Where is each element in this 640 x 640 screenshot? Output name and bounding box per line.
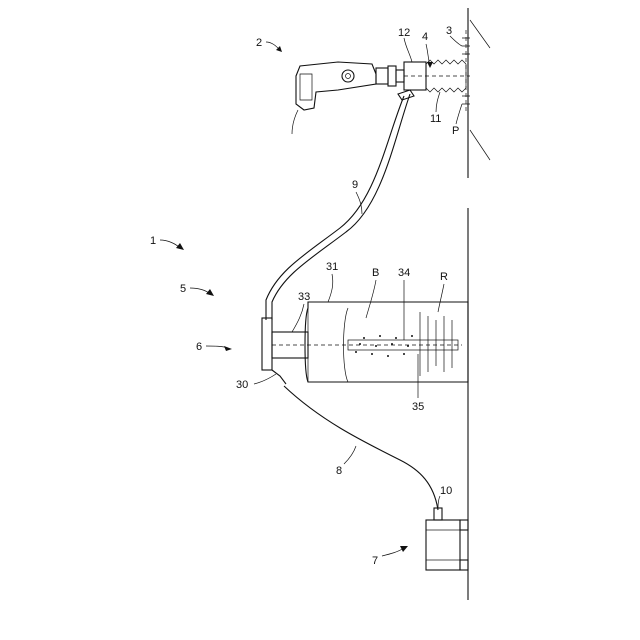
label-4: 4 [422,31,428,43]
hose-9 [266,96,404,320]
label-8: 8 [336,465,342,477]
label-7: 7 [372,555,378,567]
drill-cord [292,110,298,134]
label-10: 10 [440,485,452,497]
drill-pivot [342,70,354,82]
label-12: 12 [398,27,410,39]
label-B: B [372,267,379,279]
vacuum-pump-7 [426,508,468,570]
label-30: 30 [236,379,248,391]
label-35: 35 [412,401,424,413]
pump-body [426,520,460,570]
label-5: 5 [180,283,186,295]
drill-2 [292,30,470,134]
outlet-30 [272,370,286,384]
pump-foot [460,520,468,530]
drill-chuck-nose [396,70,404,82]
reference-labels: 2 12 4 3 11 P 9 1 5 6 31 33 B 34 R [150,25,462,567]
label-3: 3 [446,25,452,37]
label-R: R [440,271,448,283]
label-2: 2 [256,37,262,49]
label-6: 6 [196,341,202,353]
label-P: P [452,125,459,137]
ground-hatch [470,20,490,48]
hose-connector [398,90,414,100]
collector-lid-6 [262,318,272,370]
label-1: 1 [150,235,156,247]
label-31: 31 [326,261,338,273]
ground-hatch [470,130,490,160]
label-9: 9 [352,179,358,191]
ground-lines [468,8,490,600]
water-R [420,312,452,376]
drill-pivot-center [346,74,351,79]
drill-chuck [376,68,388,84]
tank-31 [305,302,468,382]
dust-collector-5 [262,302,468,384]
label-34: 34 [398,267,410,279]
label-11: 11 [430,113,441,125]
pump-foot [460,560,468,570]
label-33: 33 [298,291,310,303]
drill-body [296,62,376,110]
drill-chuck-ring [388,66,396,86]
drill-grip [300,74,312,100]
